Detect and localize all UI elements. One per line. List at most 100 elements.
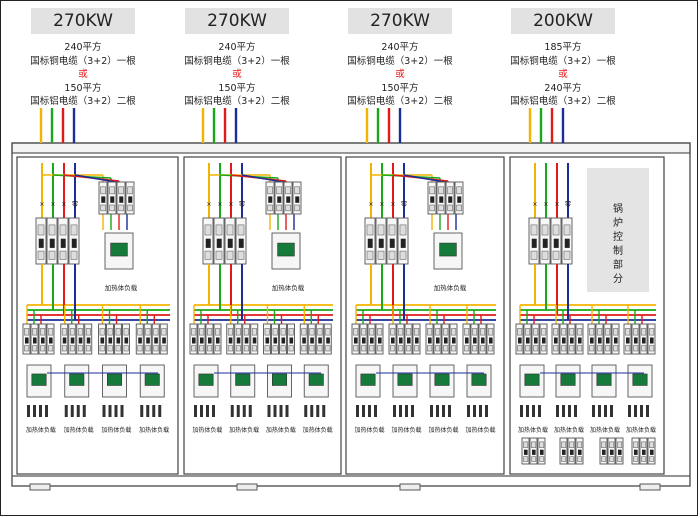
breaker-toggle	[101, 196, 106, 203]
breaker-terminal	[531, 441, 537, 448]
load-label: 加热体负载	[229, 426, 259, 434]
load-circuit: 加热体负载	[551, 305, 584, 434]
breaker-terminal	[609, 456, 615, 462]
breaker-terminal	[633, 345, 639, 352]
breaker-terminal	[69, 328, 75, 336]
breaker-toggle	[116, 337, 121, 344]
controller-module	[429, 364, 455, 398]
controller-display	[471, 373, 487, 386]
cabinet-top-rail	[11, 142, 691, 154]
breaker-terminal	[625, 345, 631, 352]
load-terminal	[368, 405, 371, 417]
cable-desc-2: 国标铝电缆（3+2）二根	[510, 96, 616, 107]
breaker-terminal	[145, 345, 151, 352]
breaker-terminal	[561, 456, 567, 462]
load-terminal	[362, 405, 365, 417]
breaker-terminal	[577, 456, 583, 462]
breaker-toggle	[650, 449, 654, 455]
breaker-toggle	[286, 196, 291, 203]
breaker-terminal	[276, 186, 282, 195]
load-terminal	[574, 405, 577, 417]
cabinet-foot	[639, 483, 661, 491]
breaker-group	[515, 323, 548, 355]
controller-module	[26, 364, 52, 398]
breaker-group	[425, 323, 458, 355]
cable-desc-1: 国标铜电缆（3+2）一根	[510, 55, 616, 67]
breaker-terminal	[597, 345, 603, 352]
breaker-toggle	[289, 337, 294, 344]
breaker-group	[35, 217, 80, 265]
cabinet-foot	[236, 483, 258, 491]
breaker-toggle	[606, 337, 610, 344]
breaker-terminal	[447, 186, 453, 195]
breaker-toggle	[273, 337, 278, 344]
breaker-terminal	[59, 250, 67, 260]
load-label: 加热体负载	[303, 426, 333, 434]
breaker-toggle	[610, 449, 614, 455]
breaker-terminal	[369, 328, 375, 336]
breaker-terminal	[123, 328, 129, 336]
controller-display	[31, 373, 47, 386]
breaker-terminal	[435, 345, 441, 352]
breaker-terminal	[605, 328, 611, 336]
breaker-toggle	[33, 337, 37, 344]
breaker-toggle	[38, 238, 44, 248]
breaker-terminal	[488, 328, 494, 336]
load-circuit: 加热体负载	[351, 305, 385, 434]
load-terminal	[45, 405, 48, 417]
breaker-terminal	[207, 328, 213, 336]
controller-display	[235, 373, 251, 386]
breaker-toggle	[570, 449, 574, 455]
breaker-terminal	[294, 186, 300, 195]
breaker-terminal	[649, 345, 655, 352]
breaker-terminal	[207, 345, 213, 352]
breaker-toggle	[41, 337, 45, 344]
or-label: 或	[395, 69, 405, 80]
breaker-toggle	[428, 337, 432, 344]
breaker-toggle	[154, 337, 158, 344]
breaker-toggle	[553, 238, 559, 248]
load-terminal	[556, 405, 559, 417]
phase-mark: ×	[368, 200, 373, 208]
cable-desc-2: 国标铝电缆（3+2）二根	[184, 96, 290, 107]
load-terminal	[604, 405, 607, 417]
breaker-terminal	[533, 345, 539, 352]
breaker-terminal	[641, 328, 647, 336]
breaker-terminal	[115, 328, 121, 336]
breaker-terminal	[569, 441, 575, 448]
load-label: 加热体负载	[626, 426, 656, 434]
breaker-toggle	[598, 337, 602, 344]
cable-spec-2: 240平方	[544, 82, 582, 94]
load-terminal	[411, 405, 414, 417]
breaker-toggle	[465, 337, 469, 344]
spare-module	[599, 437, 624, 465]
phase-mark: ×	[228, 200, 233, 208]
load-terminal	[304, 405, 308, 417]
breaker-terminal	[435, 328, 441, 336]
load-terminal	[448, 405, 451, 417]
load-terminal	[76, 405, 80, 417]
phase-mark: 零	[401, 200, 408, 208]
breaker-terminal	[118, 204, 124, 212]
breaker-terminal	[215, 328, 221, 336]
load-terminal	[316, 405, 320, 417]
breaker-terminal	[388, 250, 396, 260]
breaker-terminal	[85, 328, 91, 336]
load-terminal	[442, 405, 445, 417]
breaker-toggle	[236, 337, 241, 344]
boiler-control-char: 部	[613, 258, 623, 271]
breaker-toggle	[71, 238, 77, 248]
breaker-terminal	[215, 345, 221, 352]
load-terminal	[273, 405, 277, 417]
breaker-toggle	[200, 337, 204, 344]
load-label: 加热体负载	[139, 426, 169, 434]
breaker-terminal	[24, 328, 30, 336]
breaker-terminal	[37, 250, 45, 260]
load-terminal	[152, 405, 156, 417]
breaker-terminal	[325, 328, 331, 336]
breaker-terminal	[227, 345, 233, 352]
breaker-group	[599, 437, 624, 465]
